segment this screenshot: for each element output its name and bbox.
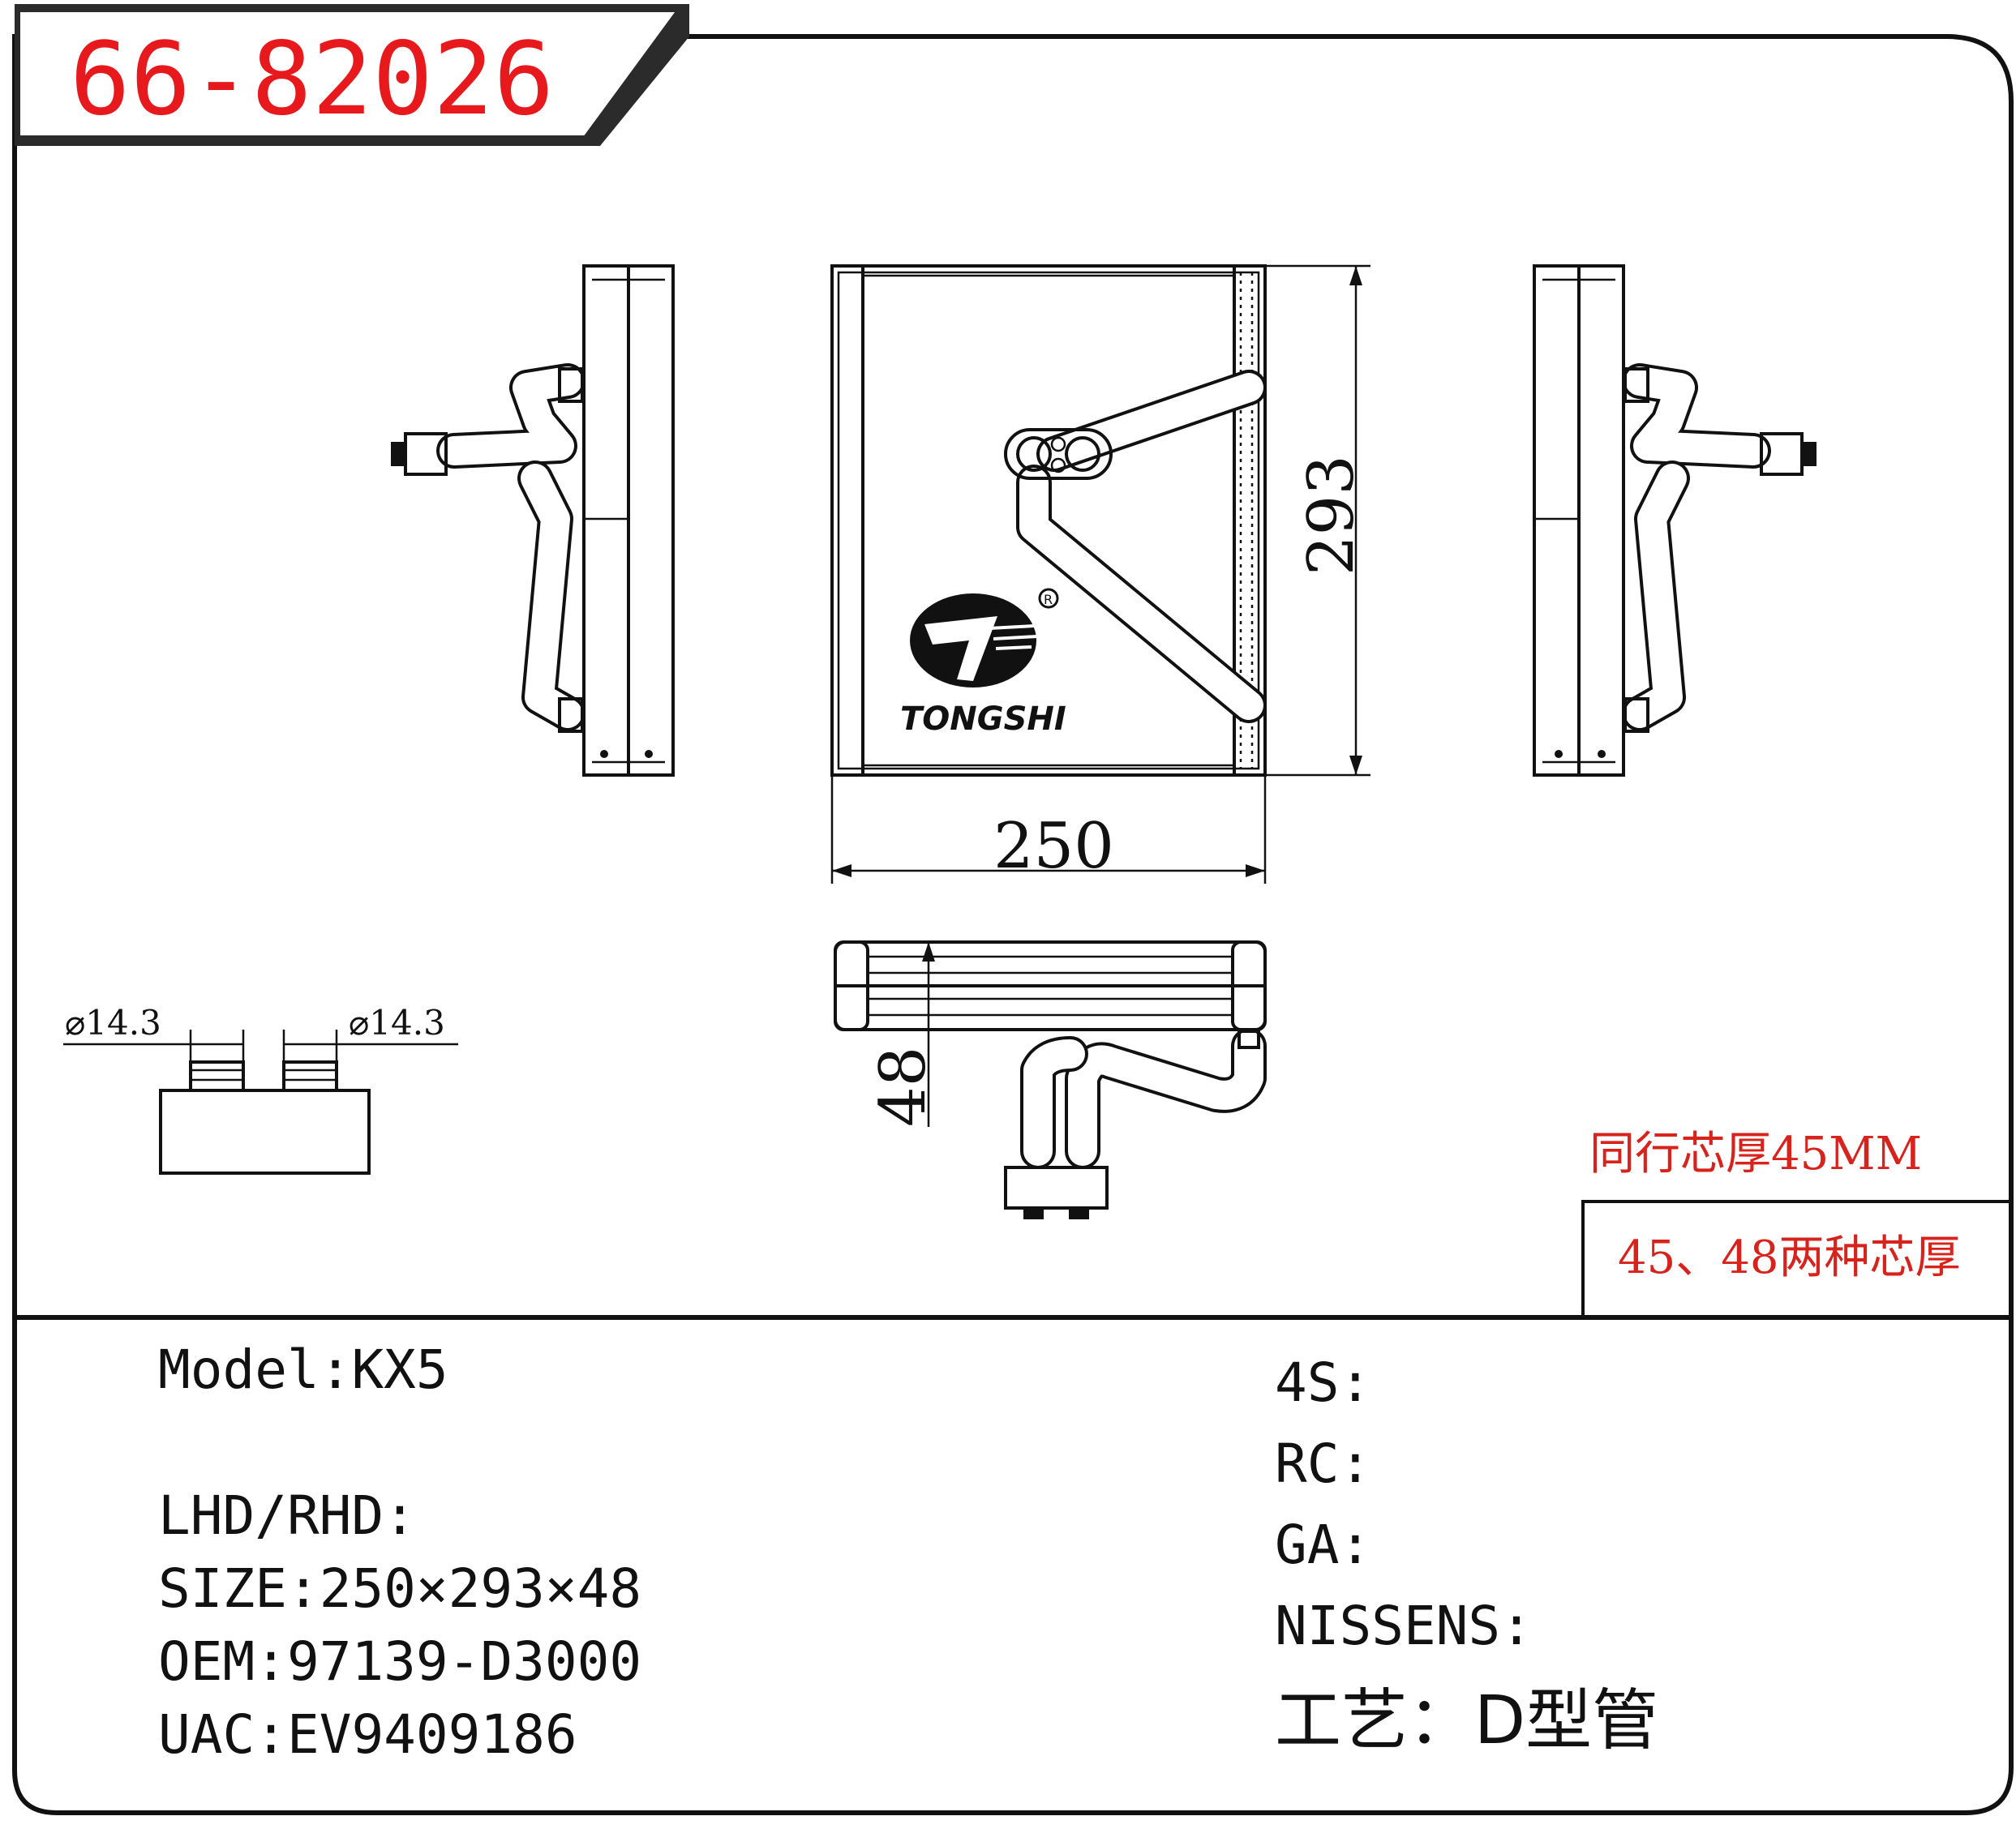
brand-name: TONGSHI — [900, 700, 1066, 738]
width-value: 250 — [993, 810, 1114, 883]
spec-lhd-rhd: LHD/RHD: — [158, 1484, 416, 1547]
thickness-value: 48 — [867, 1047, 940, 1127]
spec-process: 工艺：D型管 — [1275, 1682, 1658, 1759]
height-value: 293 — [1295, 455, 1368, 576]
note-thickness-options: 45、48两种芯厚 — [1618, 1231, 1961, 1284]
spec-model: Model:KX5 — [158, 1339, 448, 1401]
width-dimension: 250 — [830, 777, 1267, 884]
left-side-view — [391, 264, 675, 777]
thickness-dimension: 48 — [867, 942, 940, 1127]
spec-uac: UAC:EV9409186 — [158, 1703, 577, 1766]
part-number: 66-82026 — [70, 21, 554, 138]
spec-oem: OEM:97139-D3000 — [158, 1630, 641, 1693]
port-diameter-right: ⌀14.3 — [349, 1003, 445, 1043]
registered-mark: R — [1044, 592, 1053, 607]
sheet-frame — [12, 34, 2014, 1815]
top-view — [834, 940, 1267, 1219]
spec-4s: 4S: — [1275, 1351, 1371, 1414]
tongshi-logo-icon: R TONGSHI — [900, 588, 1066, 738]
spec-rc: RC: — [1275, 1433, 1371, 1495]
spec-nissens: NISSENS: — [1275, 1595, 1533, 1657]
height-dimension: 293 — [1267, 264, 1370, 777]
spec-list-right: 4S: RC: GA: NISSENS: 工艺：D型管 — [1275, 1351, 1658, 1759]
title-banner: 66-82026 — [15, 4, 689, 146]
front-view — [830, 264, 1267, 777]
port-diameter-left: ⌀14.3 — [65, 1003, 161, 1043]
note-peer-thickness: 同行芯厚45MM — [1589, 1128, 1922, 1180]
note-box — [1581, 1200, 2013, 1319]
spec-ga: GA: — [1275, 1514, 1371, 1576]
port-detail-view: ⌀14.3 ⌀14.3 — [63, 1003, 458, 1175]
spec-list-left: Model:KX5 LHD/RHD: SIZE:250×293×48 OEM:9… — [158, 1339, 641, 1766]
right-side-view — [1533, 264, 1817, 777]
spec-size: SIZE:250×293×48 — [158, 1557, 641, 1620]
